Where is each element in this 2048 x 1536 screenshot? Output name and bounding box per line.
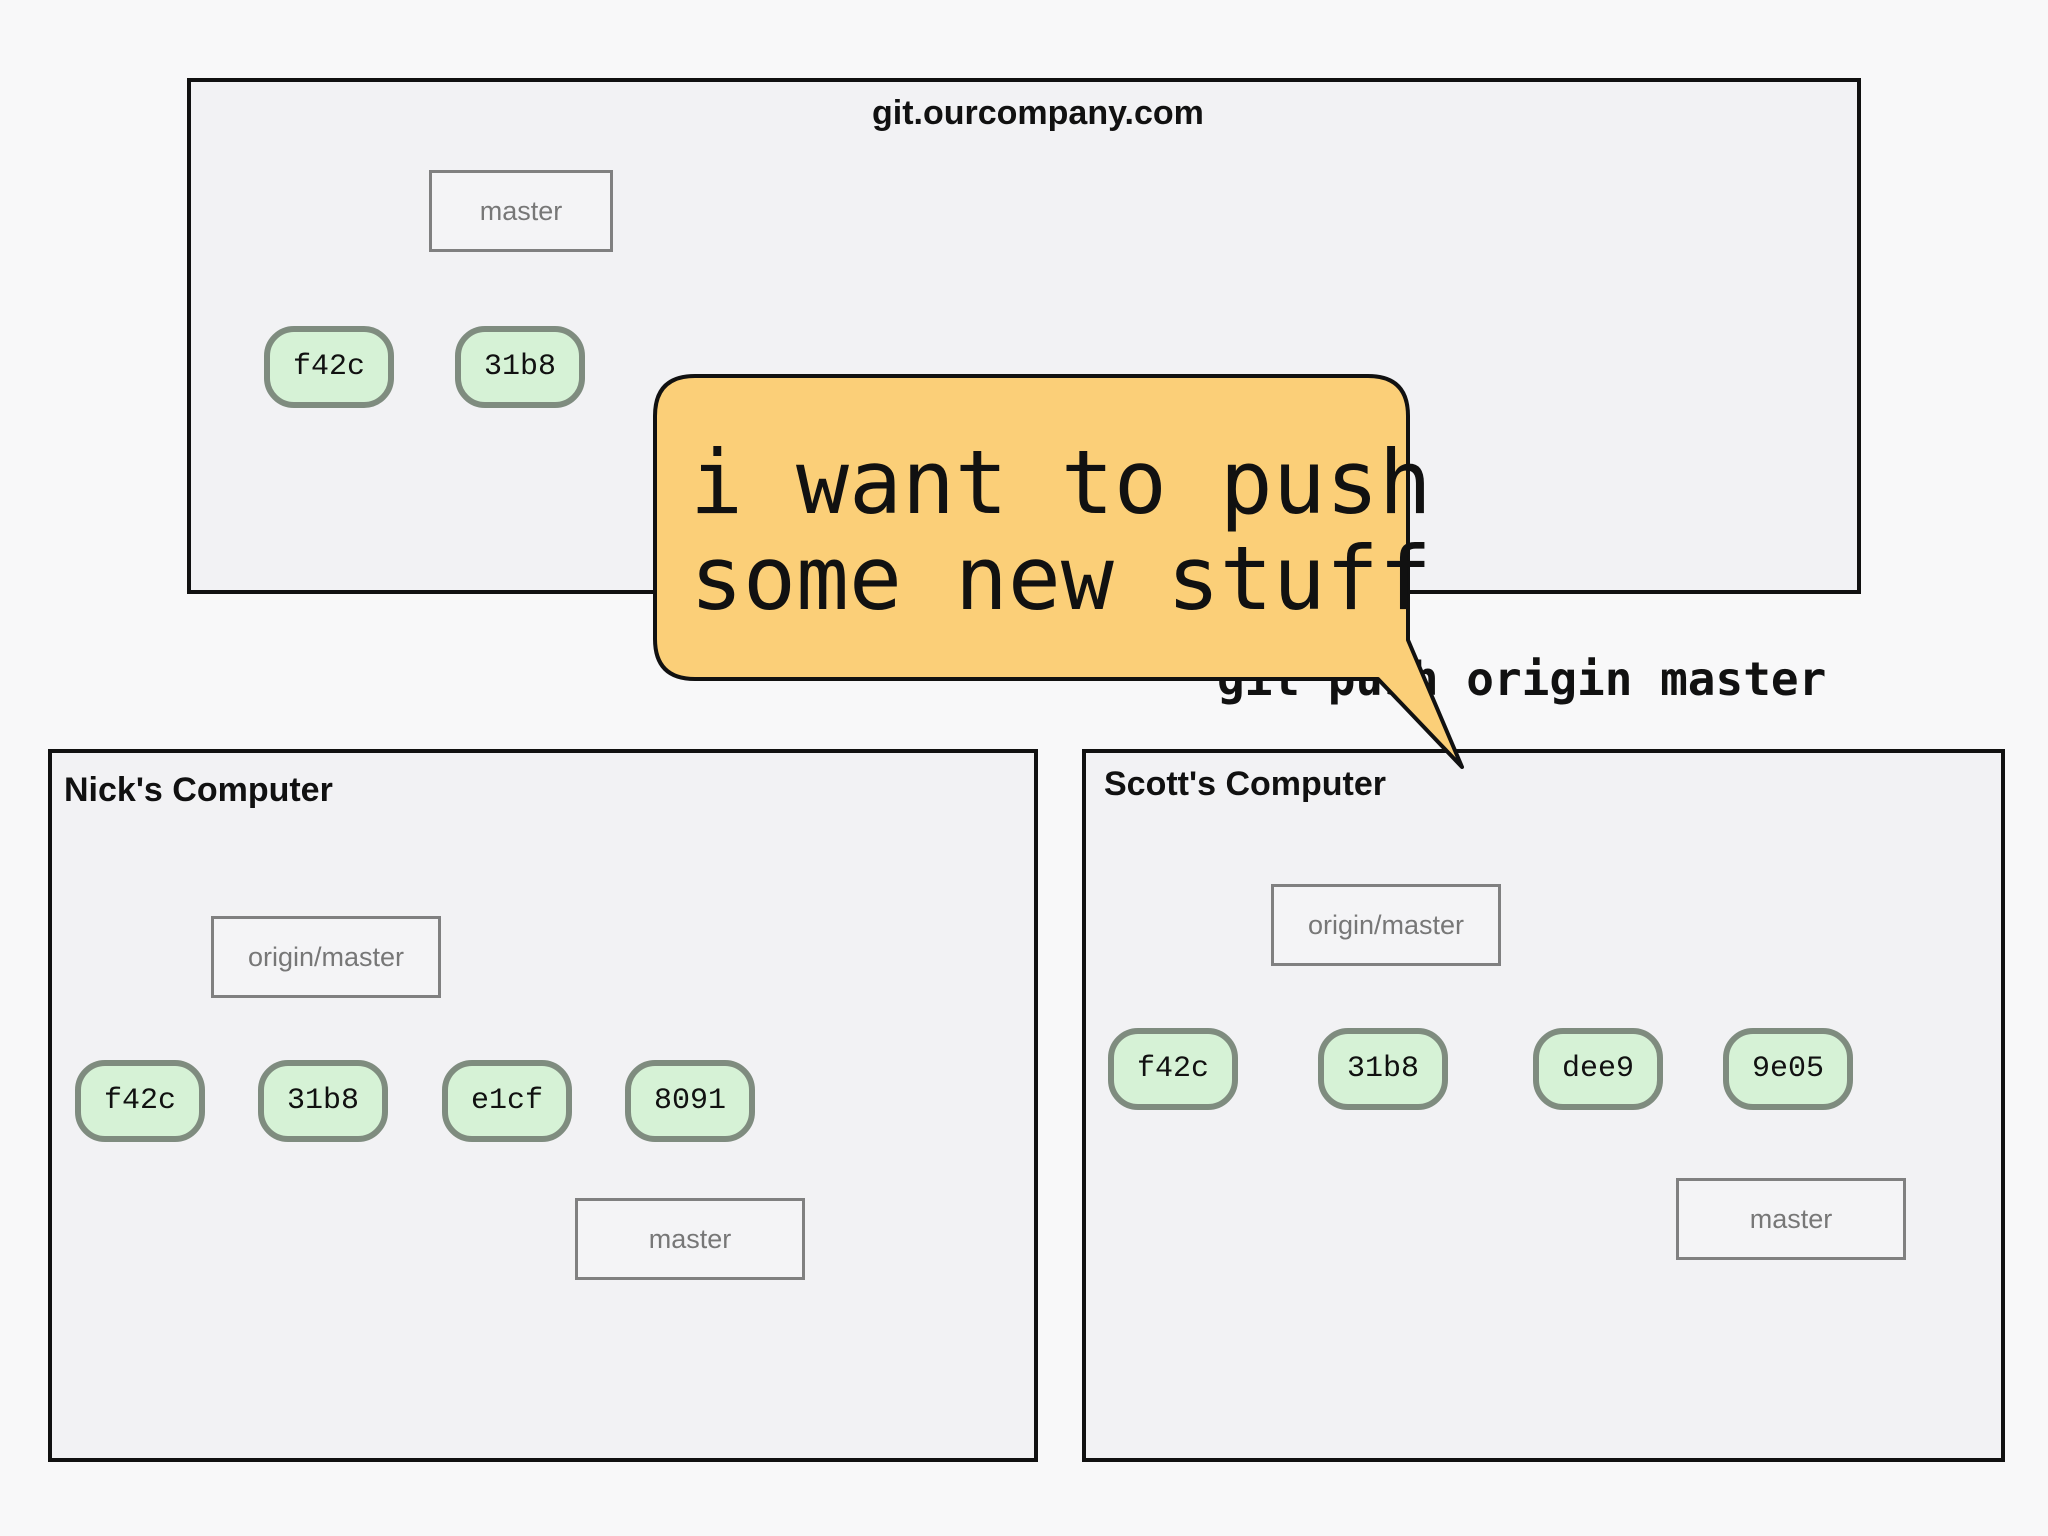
scott-master-ref: master [1676, 1178, 1906, 1260]
scott-commit-31b8: 31b8 [1318, 1028, 1448, 1110]
nick-title: Nick's Computer [64, 771, 333, 809]
server-commit-31b8: 31b8 [455, 326, 585, 408]
nick-origin-master-ref: origin/master [211, 916, 441, 998]
scott-title: Scott's Computer [1104, 765, 1386, 803]
nick-commit-8091: 8091 [625, 1060, 755, 1142]
nick-commit-f42c: f42c [75, 1060, 205, 1142]
nick-commit-e1cf: e1cf [442, 1060, 572, 1142]
bubble-line-2: some new stuff [690, 527, 1432, 630]
nick-commit-31b8: 31b8 [258, 1060, 388, 1142]
server-commit-f42c: f42c [264, 326, 394, 408]
speech-bubble-shape [653, 374, 1464, 769]
bubble-line-1: i want to push [690, 431, 1432, 534]
scott-commit-dee9: dee9 [1533, 1028, 1663, 1110]
scott-origin-master-ref: origin/master [1271, 884, 1501, 966]
server-master-ref: master [429, 170, 613, 252]
server-title: git.ourcompany.com [872, 94, 1204, 132]
scott-commit-f42c: f42c [1108, 1028, 1238, 1110]
nick-master-ref: master [575, 1198, 805, 1280]
scott-panel [1082, 749, 2005, 1462]
scott-commit-9e05: 9e05 [1723, 1028, 1853, 1110]
